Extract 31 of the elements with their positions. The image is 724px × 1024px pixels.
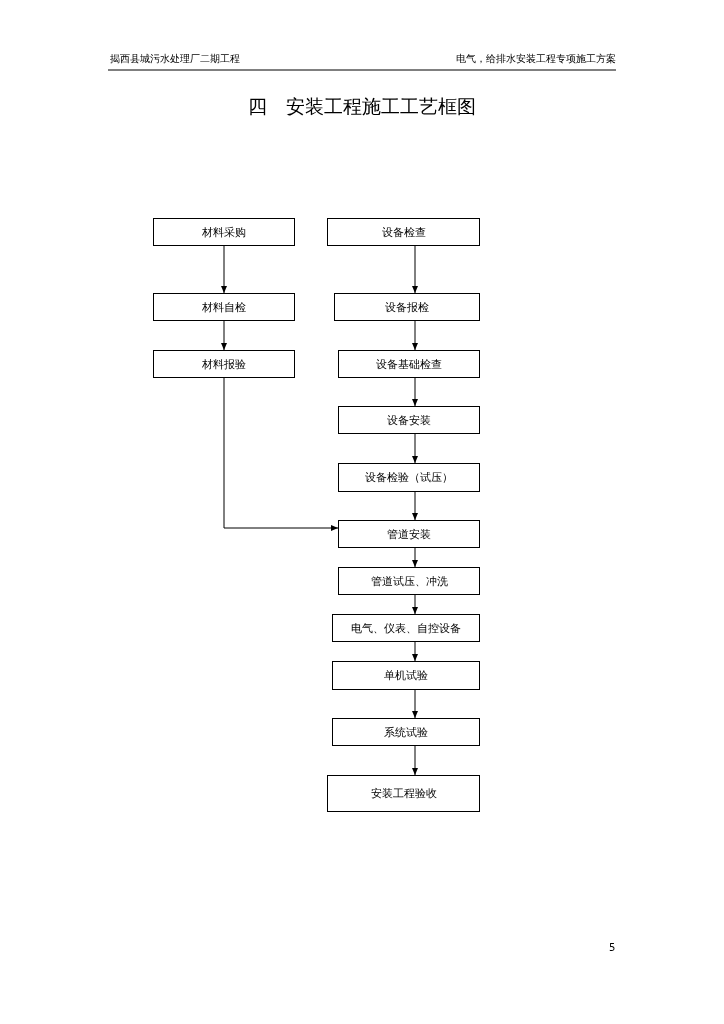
title: 四 安装工程施工工艺框图 (247, 94, 477, 119)
arrow (412, 320, 418, 351)
arrow (412, 433, 418, 464)
process-box: 管道试压、冲洗 (338, 567, 480, 595)
arrow (412, 594, 418, 615)
arrow (221, 320, 227, 351)
arrow (412, 547, 418, 568)
process-box: 管道安装 (338, 520, 480, 548)
process-box: 单机试验 (332, 661, 480, 690)
process-box: 电气、仪表、自控设备 (332, 614, 480, 642)
arrow (223, 377, 339, 531)
process-box: 设备检验（试压） (338, 463, 480, 492)
process-box: 设备基础检查 (338, 350, 480, 378)
arrow (412, 689, 418, 719)
process-box: 材料自检 (153, 293, 295, 321)
arrow (412, 641, 418, 662)
process-box: 安装工程验收 (327, 775, 480, 812)
page-header: 揭西县城污水处理厂二期工程 (110, 52, 240, 66)
process-box: 设备报检 (334, 293, 480, 321)
process-box: 材料采购 (153, 218, 295, 246)
process-box: 系统试验 (332, 718, 480, 746)
process-box: 设备安装 (338, 406, 480, 434)
page-header: 电气，给排水安装工程专项施工方案 (456, 52, 616, 66)
arrow (412, 377, 418, 407)
arrow (221, 245, 227, 294)
arrow (412, 491, 418, 521)
process-box: 设备检查 (327, 218, 480, 246)
arrow (412, 745, 418, 776)
arrow (412, 245, 418, 294)
page-number: 5 (609, 942, 616, 953)
process-box: 材料报验 (153, 350, 295, 378)
